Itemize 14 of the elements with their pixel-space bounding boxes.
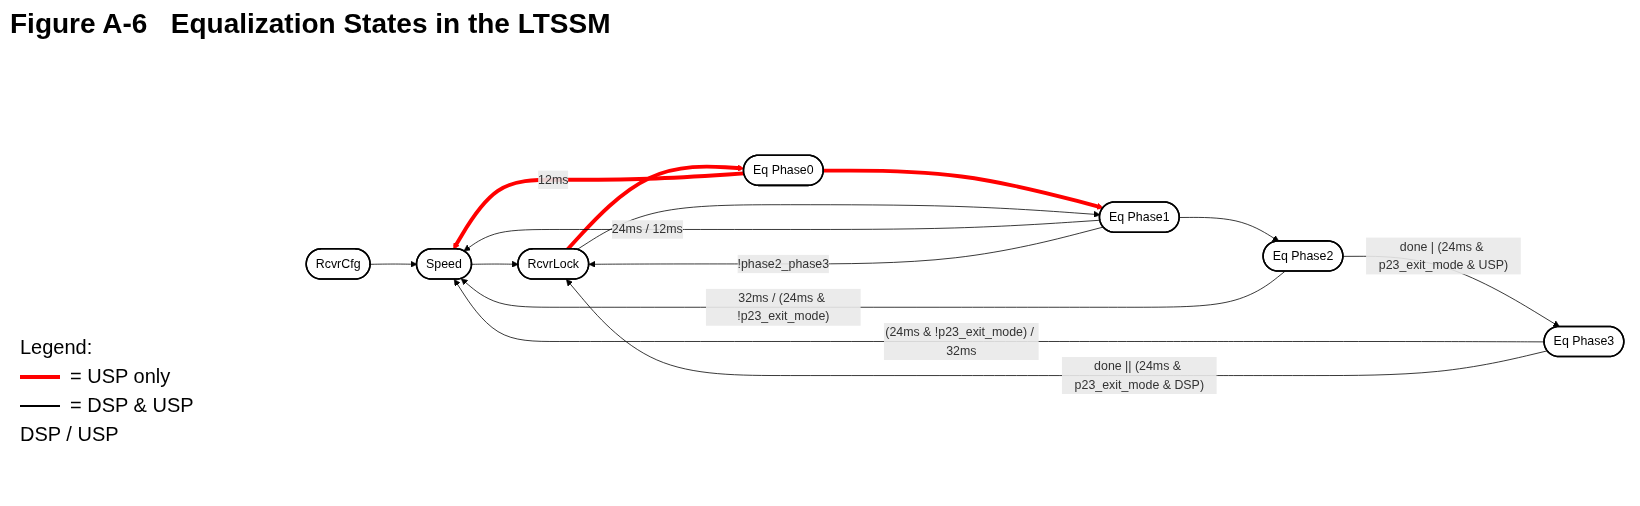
edge-label: done || (24ms & p23_exit_mode & DSP) <box>1074 359 1204 392</box>
legend-text: = DSP & USP <box>70 394 194 417</box>
note-text: DSP / USP <box>20 423 120 446</box>
edge-label: 24ms / 12ms <box>611 222 683 237</box>
diagram-title: Figure A-6 Equalization States in the LTSSM <box>10 8 611 40</box>
edge-label: 12ms <box>538 173 569 187</box>
legend-text: = USP only <box>70 365 171 388</box>
arrow <box>453 171 745 250</box>
edge-label: (24ms & !p23_exit_mode) / 32ms <box>885 325 1034 358</box>
edge-label: !phase2_phase3 <box>737 257 830 271</box>
legend-heading: Legend: <box>20 336 94 359</box>
edge-label: 32ms / (24ms & !p23_exit_mode) <box>737 291 830 324</box>
arrow <box>823 169 1104 210</box>
edge-label: done | (24ms & p23_exit_mode & USP) <box>1378 240 1509 272</box>
